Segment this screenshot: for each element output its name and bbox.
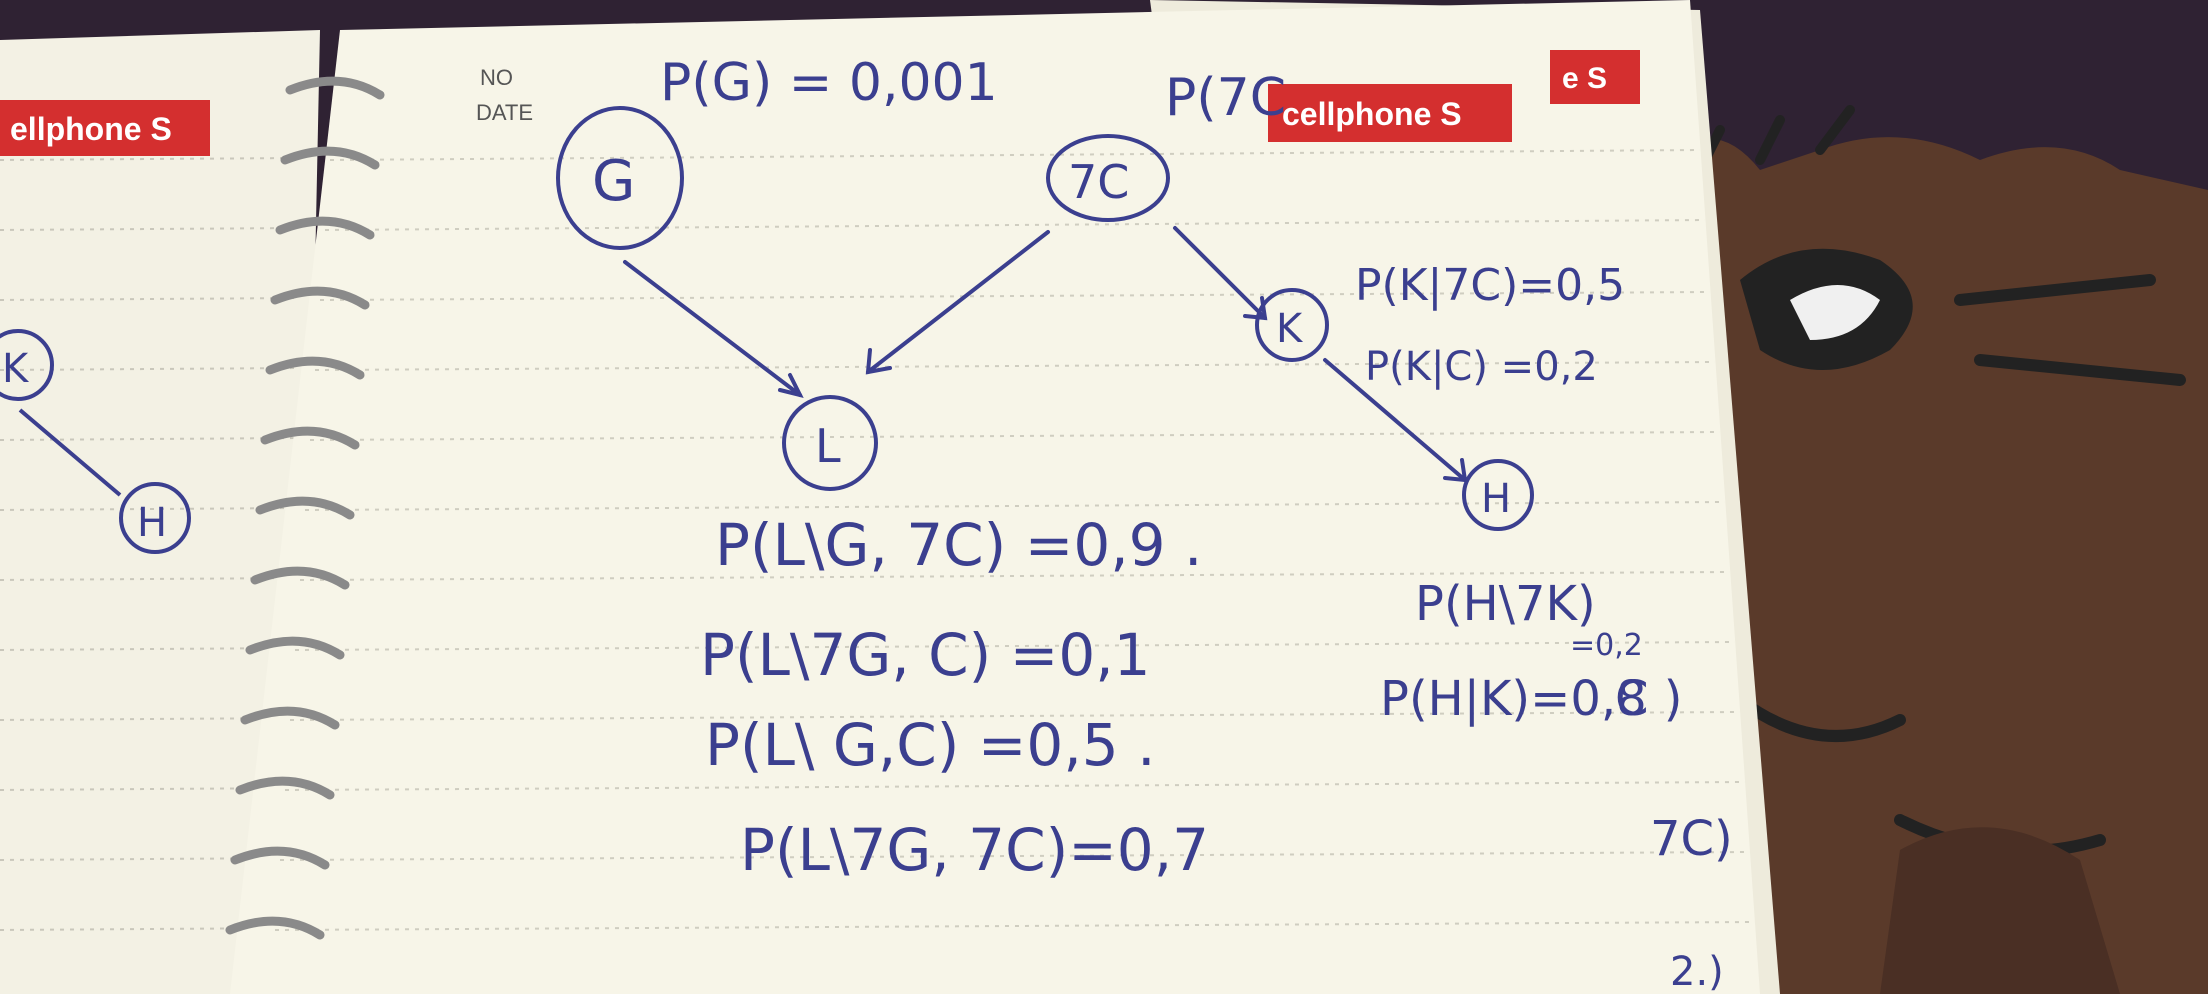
right-logo-tab xyxy=(1550,50,1640,104)
edge-k-h xyxy=(1323,358,1467,482)
note-l2: P(L\7G, C) =0,1 xyxy=(700,621,1151,689)
note-pg: P(G) = 0,001 xyxy=(660,53,998,113)
printed-date: DATE xyxy=(476,100,533,125)
left-node-h-circle xyxy=(119,482,191,554)
left-page xyxy=(0,30,320,994)
node-g-label: G xyxy=(592,149,635,214)
note-pk-tc: P(K|7C)=0,5 xyxy=(1355,260,1625,311)
note-ptc: P(7C xyxy=(1165,68,1286,128)
left-page-diagram: K H xyxy=(0,329,191,554)
edge-c-l-arrowhead xyxy=(865,348,892,375)
node-l-circle xyxy=(782,395,878,491)
left-node-h-label: H xyxy=(137,500,167,546)
edge-g-l-arrowhead xyxy=(778,373,804,398)
cat-eye xyxy=(1790,285,1880,340)
note-ph-tk: P(H\7K) xyxy=(1415,576,1596,632)
diagram-edges xyxy=(623,226,1468,483)
notes: P(G) = 0,001 P(7C P(K|7C)=0,5 P(K|C) =0,… xyxy=(660,53,1733,994)
printed-no: NO xyxy=(480,65,513,90)
node-h-circle xyxy=(1462,459,1534,531)
node-c-label: 7C xyxy=(1068,155,1129,209)
node-c: 7C xyxy=(1046,134,1170,222)
edge-g-l xyxy=(623,260,802,397)
note-fragment-tc: 7C) xyxy=(1650,811,1733,867)
left-logo-text: ellphone S xyxy=(10,111,172,147)
main-page-lines xyxy=(274,149,1756,931)
node-c-circle xyxy=(1046,134,1170,222)
spiral-binding xyxy=(225,76,385,940)
left-node-k-circle xyxy=(0,329,54,401)
edge-c-k xyxy=(1173,226,1267,320)
note-fragment-c: C ) xyxy=(1615,671,1683,727)
node-g-circle xyxy=(556,106,684,250)
note-pk-c: P(K|C) =0,2 xyxy=(1365,344,1598,390)
node-g: G xyxy=(556,106,684,250)
center-logo-text: cellphone S xyxy=(1282,96,1462,132)
left-edge-k-h xyxy=(18,408,122,497)
note-l4: P(L\7G, 7C)=0,7 xyxy=(740,816,1209,884)
node-l: L xyxy=(782,395,878,491)
node-h-label: H xyxy=(1481,476,1511,522)
cat-markings xyxy=(1734,274,2186,858)
edge-c-l xyxy=(866,230,1050,374)
note-fragment-bottom: 2.) xyxy=(1670,949,1724,994)
left-logo-tab xyxy=(0,100,210,156)
node-l-label: L xyxy=(815,419,841,473)
note-l1: P(L\G, 7C) =0,9 . xyxy=(715,511,1202,579)
cat-paw xyxy=(1880,827,2120,994)
node-k-circle xyxy=(1255,288,1329,362)
left-node-k-label: K xyxy=(2,346,30,392)
node-k-label: K xyxy=(1276,306,1304,352)
note-ph-tk-value: =0,2 xyxy=(1570,628,1643,663)
center-logo-tab xyxy=(1268,84,1512,142)
node-k: K xyxy=(1255,288,1329,362)
note-ph-k: P(H|K)=0,8 xyxy=(1380,671,1647,727)
note-l3: P(L\ G,C) =0,5 . xyxy=(705,711,1156,779)
right-logo-text: e S xyxy=(1562,62,1607,95)
edge-k-h-arrowhead xyxy=(1443,458,1468,483)
node-h: H xyxy=(1462,459,1534,531)
